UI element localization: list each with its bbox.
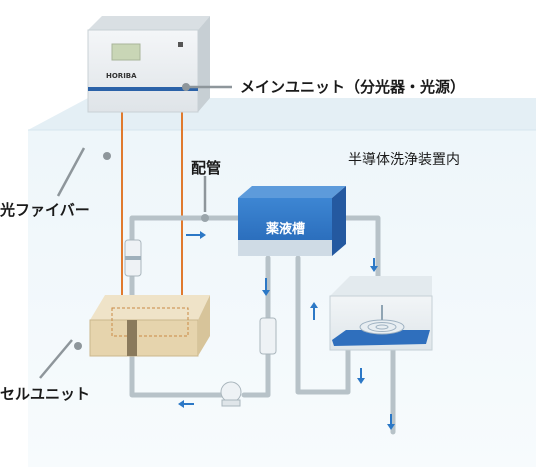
process-chamber — [329, 276, 433, 351]
flow-arrow — [262, 278, 270, 296]
pump — [220, 381, 242, 407]
leader-dot — [182, 83, 190, 91]
pipe-segment-drain-loop — [295, 255, 351, 395]
piping-connector-dot — [201, 214, 209, 222]
main-unit-stripe — [88, 87, 198, 91]
pipe-segment-left — [129, 223, 225, 398]
pipe-segment-tank-chamber — [342, 215, 381, 283]
leader-dot — [103, 152, 111, 160]
fiber-label: 光ファイバー — [0, 201, 90, 219]
flow-arrow — [357, 368, 365, 384]
filter-right — [259, 317, 277, 355]
flow-arrows — [178, 231, 395, 430]
cell-unit-label: セルユニット — [0, 385, 91, 403]
cell-unit-slot — [127, 320, 137, 356]
leader-dot — [74, 342, 82, 350]
leader-cell-unit — [39, 339, 73, 379]
filter-left — [124, 239, 142, 277]
main-unit-brand: HORIBA — [106, 72, 137, 80]
leader-lines — [39, 85, 232, 379]
pipe-segment-return — [241, 255, 271, 398]
flow-arrow — [387, 414, 395, 430]
flow-arrow — [370, 258, 378, 272]
chemical-tank — [238, 186, 346, 256]
flow-arrow — [186, 231, 206, 239]
main-unit-indicator — [178, 42, 183, 47]
flow-arrow — [178, 400, 194, 408]
main-unit-label: メインユニット（分光器・光源） — [240, 78, 466, 96]
enclosure-label: 半導体洗浄装置内 — [348, 152, 460, 168]
chemical-tank-label: 薬液槽 — [266, 222, 306, 237]
main-unit — [87, 16, 210, 113]
flow-arrow — [310, 302, 318, 320]
main-unit-display — [111, 43, 141, 61]
optical-fiber — [121, 112, 183, 298]
leader-fiber — [56, 147, 86, 197]
piping-label: 配管 — [191, 159, 222, 177]
cell-unit — [89, 295, 210, 357]
